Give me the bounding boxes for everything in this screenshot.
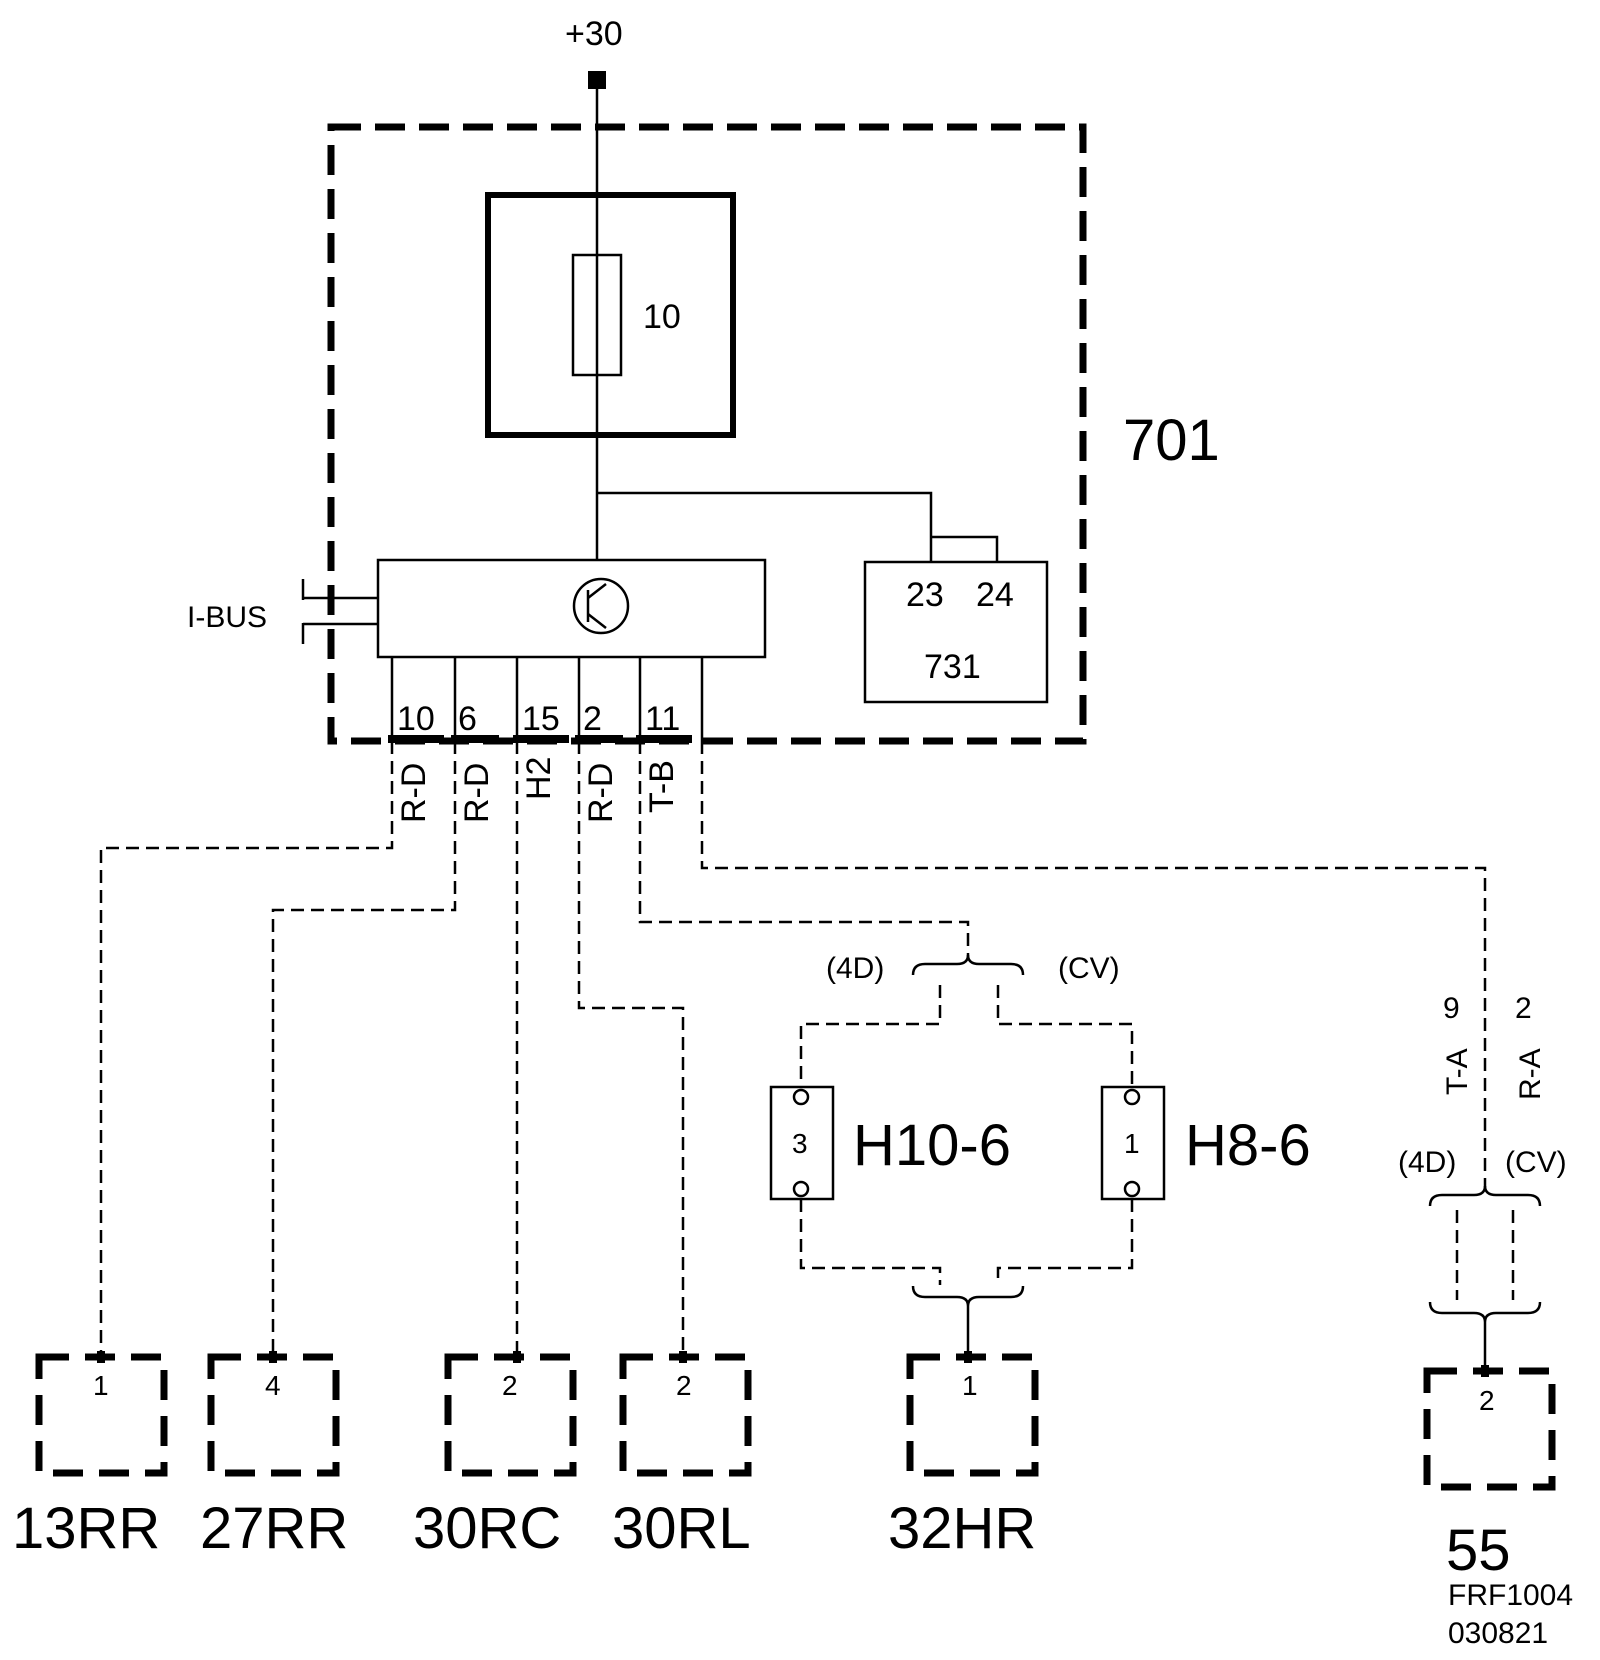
pin-6-wire-code: R-D: [458, 763, 496, 823]
wire-4d-to-h10-6: [799, 985, 942, 1090]
pin-10-wire-code: R-D: [395, 763, 433, 823]
splice-h8-6-pin: 1: [1124, 1128, 1140, 1159]
relay-731: [863, 560, 1049, 704]
pin-10-terminal: [388, 735, 444, 743]
pin-2-number: 2: [583, 700, 602, 738]
transistor-collector: [587, 583, 607, 599]
splice-h8-6-bottom-contact: [1123, 1180, 1141, 1198]
splice-h8-6-top-contact: [1123, 1088, 1141, 1106]
wire-cv-to-h8-6: [996, 985, 1134, 1090]
fuse-box: [485, 192, 736, 438]
transistor-emitter: [587, 613, 607, 629]
supply-label: +30: [565, 15, 623, 53]
connector-55-terminal: [1481, 1365, 1489, 1377]
connector-13rr-terminal: [97, 1351, 105, 1363]
wire-h8-6-to-merge: [996, 1199, 1134, 1285]
pin-10-number: 10: [397, 700, 435, 738]
relay-id: 731: [924, 648, 981, 686]
wire-to-30rl: [577, 741, 685, 1357]
connector-30rl-pin: 2: [676, 1370, 692, 1401]
connector-55-id: 55: [1446, 1518, 1511, 1583]
pin-11-wire-code: T-B: [643, 760, 681, 813]
splice-h10-6-bottom-contact: [792, 1180, 810, 1198]
connector-13rr-id: 13RR: [12, 1496, 160, 1561]
wire-to-27rr: [271, 741, 457, 1357]
variant-brace-55-top: [1428, 1185, 1542, 1207]
connector-32hr-id: 32HR: [888, 1496, 1036, 1561]
variant-right-label: (CV): [1058, 952, 1120, 985]
variant-left-label: (4D): [826, 952, 884, 985]
module-id: 701: [1123, 408, 1220, 473]
splice-h10-6-top-contact: [792, 1088, 810, 1106]
control-unit: [376, 558, 767, 659]
wire-to-13rr: [99, 741, 394, 1357]
wire-to-variant-split: [638, 741, 970, 960]
splice-h8-6-id: H8-6: [1185, 1113, 1311, 1178]
wire-h10-6-to-merge: [799, 1199, 942, 1285]
pin-6-terminal: [451, 735, 499, 743]
pin-15-terminal: [513, 735, 569, 743]
reference-date: 030821: [1448, 1617, 1548, 1650]
variant-right-label-2: (CV): [1505, 1146, 1567, 1179]
splice-h10-6-id: H10-6: [853, 1113, 1011, 1178]
splice-h10-6-pin: 3: [792, 1128, 808, 1159]
bus-label: I-BUS: [187, 601, 267, 634]
connector-55: [1423, 1367, 1556, 1491]
supply-terminal: [588, 71, 606, 89]
variant-brace-55-bottom: [1428, 1301, 1542, 1323]
connector-32hr-terminal: [964, 1351, 972, 1363]
wire-to-55: [700, 741, 1487, 1192]
connector-30rc: [444, 1353, 577, 1477]
variant-brace-top: [911, 954, 1025, 976]
connector-30rc-pin: 2: [502, 1370, 518, 1401]
relay-pin-24-label: 24: [976, 576, 1014, 614]
connector-30rc-id: 30RC: [413, 1496, 561, 1561]
connector-30rc-terminal: [513, 1351, 521, 1363]
splice-h8-6: [1100, 1085, 1166, 1201]
connector-27rr-id: 27RR: [200, 1496, 348, 1561]
module-701-boundary: [327, 123, 1087, 745]
relay-feed-wire: [597, 491, 933, 537]
transistor-icon: [572, 577, 630, 635]
pin-2-terminal: [575, 735, 623, 743]
connector-55-pin: 2: [1479, 1385, 1495, 1416]
pin-11-terminal: [636, 735, 692, 743]
connector-27rr-pin: 4: [265, 1370, 281, 1401]
wire-code-right-wire: R-A: [1514, 1048, 1547, 1100]
pin-11-number: 11: [645, 700, 680, 738]
connector-27rr-terminal: [269, 1351, 277, 1363]
connector-13rr-pin: 1: [93, 1370, 109, 1401]
pin-15-number: 15: [522, 700, 560, 738]
connector-30rl-id: 30RL: [612, 1496, 751, 1561]
reference-code: FRF1004: [1448, 1579, 1573, 1612]
wire-code-left-pin: 9: [1443, 992, 1460, 1025]
fuse-label: 10: [643, 298, 681, 336]
pin-6-number: 6: [458, 700, 477, 738]
pin-15-wire-code: H2: [520, 757, 558, 800]
connector-32hr-pin: 1: [962, 1370, 978, 1401]
splice-h10-6: [769, 1085, 835, 1201]
merge-brace-32hr: [911, 1285, 1025, 1307]
variant-left-label-2: (4D): [1398, 1146, 1456, 1179]
relay-pin-23-label: 23: [906, 576, 944, 614]
wire-code-right-pin: 2: [1515, 992, 1532, 1025]
connector-30rl-terminal: [679, 1351, 687, 1363]
connector-32hr: [906, 1353, 1039, 1477]
relay-bridge-wire: [931, 535, 999, 562]
pin-2-wire-code: R-D: [582, 763, 620, 823]
wire-code-left-wire: T-A: [1441, 1048, 1474, 1095]
